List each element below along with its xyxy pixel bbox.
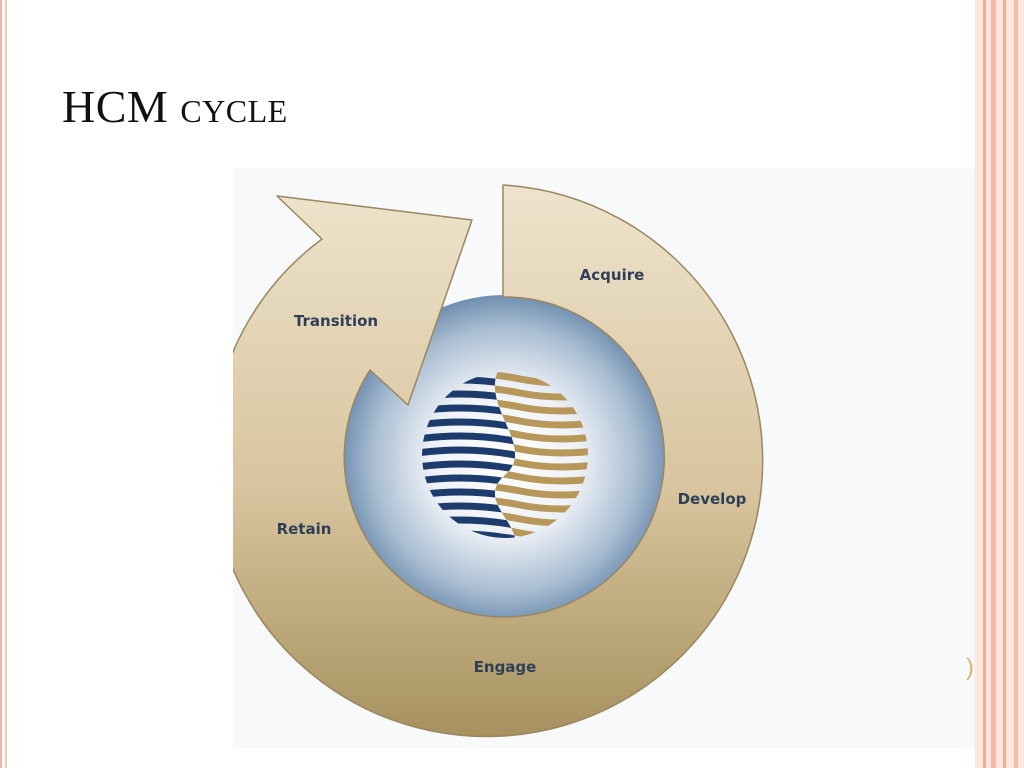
hcm-cycle-svg: Acquire Develop Engage Retain Transition — [233, 184, 764, 738]
right-stripe — [1014, 0, 1018, 768]
slide-title: HCM cycle — [62, 80, 288, 133]
hcm-cycle-diagram: Acquire Develop Engage Retain Transition — [233, 168, 975, 748]
stage-label-acquire: Acquire — [580, 266, 645, 284]
slide-title-rest: cycle — [180, 81, 288, 132]
edge-bracket-mark: ) — [966, 654, 974, 681]
right-stripe — [1003, 0, 1006, 768]
stage-label-engage: Engage — [474, 658, 537, 676]
slide-title-main: HCM — [62, 81, 169, 132]
cycle-arrow-ring — [233, 184, 764, 738]
right-stripe — [983, 0, 986, 768]
stage-label-retain: Retain — [277, 520, 332, 538]
stage-label-develop: Develop — [678, 490, 747, 508]
center-gradient-disc — [340, 295, 670, 625]
left-border-line — [0, 0, 2, 768]
stage-label-transition: Transition — [294, 312, 378, 330]
right-stripe — [991, 0, 996, 768]
left-border-line-inner — [5, 0, 7, 768]
